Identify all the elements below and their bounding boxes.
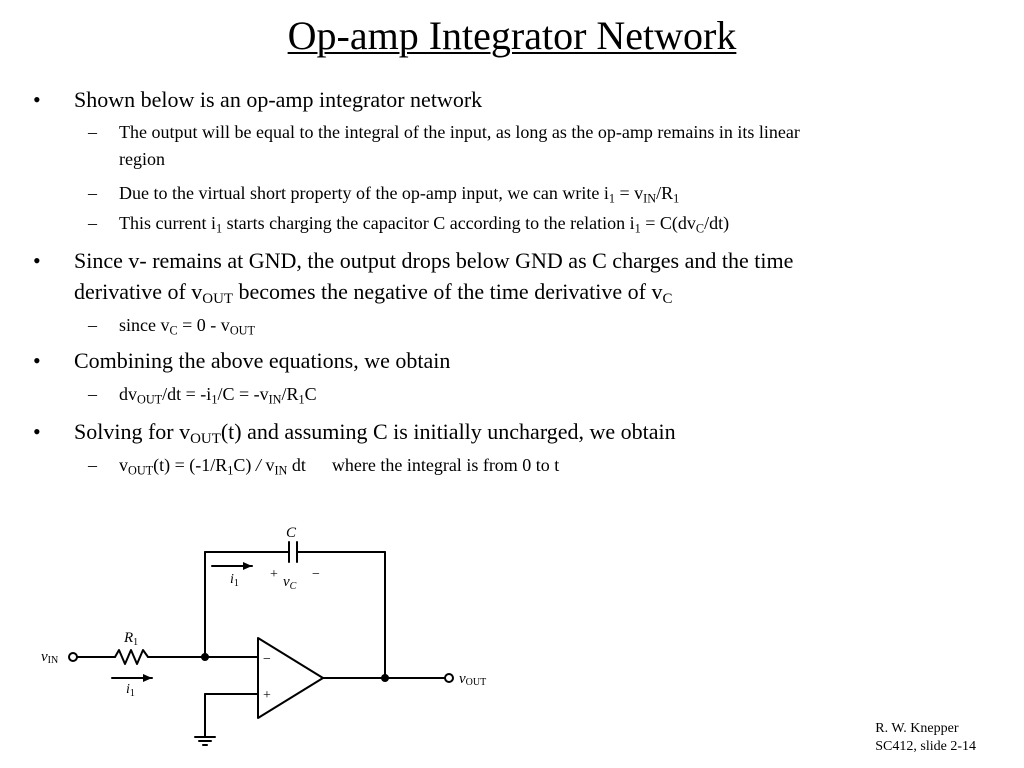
op-amp-triangle xyxy=(257,637,324,719)
bullet-4-text: Solving for vOUT(t) and assuming C is in… xyxy=(74,419,676,448)
resistor-label: R1 xyxy=(123,630,138,648)
i1-arrowhead-top xyxy=(243,562,252,570)
bullet-marker: • xyxy=(33,348,41,373)
vc-plus-sign: + xyxy=(270,567,278,582)
footer-slide-ref: SC412, slide 2-14 xyxy=(875,738,976,754)
dash-marker: – xyxy=(88,213,97,233)
bullet-1-text: Shown below is an op-amp integrator netw… xyxy=(74,87,483,112)
i1-bottom-label: i1 xyxy=(126,682,135,699)
capacitor-label: C xyxy=(286,525,297,541)
dash-marker: – xyxy=(88,183,97,203)
inverting-input-sign: − xyxy=(263,652,271,667)
bullet-2-line-2: derivative of vOUT becomes the negative … xyxy=(74,279,673,308)
bullet-1-sub-2: Due to the virtual short property of the… xyxy=(119,183,680,206)
footer-author: R. W. Knepper xyxy=(875,721,959,736)
dash-marker: – xyxy=(88,384,97,404)
slide-title: Op-amp Integrator Network xyxy=(287,13,737,58)
noninverting-input-sign: + xyxy=(263,688,271,703)
bullet-3-text: Combining the above equations, we obtain xyxy=(74,348,451,373)
bullet-1-sub-3: This current i1 starts charging the capa… xyxy=(119,213,730,236)
bullet-marker: • xyxy=(33,248,41,273)
bullet-3-sub-1: dvOUT/dt = -i1/C = -vIN/R1C xyxy=(119,384,317,407)
bullet-1-sub-1-line-2: region xyxy=(119,149,165,169)
bullet-marker: • xyxy=(33,87,41,112)
output-node xyxy=(381,674,389,682)
resistor-r1 xyxy=(114,649,149,665)
bullet-marker: • xyxy=(33,419,41,444)
bullet-2-line-1: Since v- remains at GND, the output drop… xyxy=(74,248,794,273)
vin-label: vIN xyxy=(41,649,58,666)
dash-marker: – xyxy=(88,122,97,142)
slide-footer: R. W. Knepper SC412, slide 2-14 xyxy=(875,720,976,755)
vout-terminal xyxy=(444,673,454,683)
vin-terminal xyxy=(68,652,78,662)
vc-minus-sign: − xyxy=(312,567,320,582)
bullet-1-sub-1-line-1: The output will be equal to the integral… xyxy=(119,122,800,142)
i1-top-label: i1 xyxy=(230,572,239,589)
vout-label: vOUT xyxy=(459,671,486,688)
bullet-2-sub-1: since vC = 0 - vOUT xyxy=(119,315,255,338)
i1-arrowhead-bottom xyxy=(143,674,152,682)
vc-label: vC xyxy=(283,574,297,592)
dash-marker: – xyxy=(88,455,97,475)
dash-marker: – xyxy=(88,315,97,335)
